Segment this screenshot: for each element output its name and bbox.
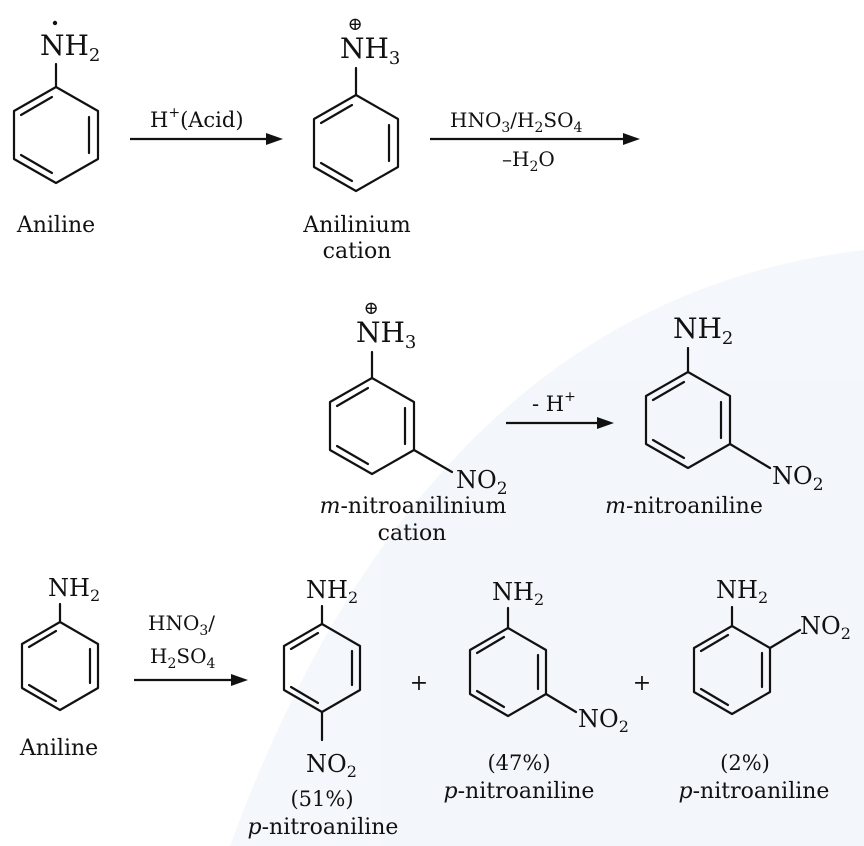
yield-label: (2%) bbox=[720, 751, 770, 775]
product-meta-nitroaniline: NH2 NO2 (47%) p-nitroaniline bbox=[444, 578, 629, 804]
compound-name-line2: cation bbox=[323, 239, 392, 264]
plus-sign: + bbox=[410, 671, 428, 696]
compound-name: m-nitroaniline bbox=[605, 494, 763, 519]
benzene-ring bbox=[12, 62, 100, 185]
plus-sign: + bbox=[633, 671, 651, 696]
lone-pair-dot bbox=[52, 20, 58, 26]
yield-label: (47%) bbox=[487, 751, 550, 775]
arrow-reagent-line1: HNO3/ bbox=[148, 611, 215, 639]
compound-name: p-nitroaniline bbox=[679, 779, 830, 804]
background-watermark bbox=[230, 250, 864, 846]
benzene-ring bbox=[20, 602, 100, 712]
arrow-reagent-label: HNO3/H2SO4 bbox=[450, 108, 582, 136]
ammonium-group-label: NH3 bbox=[356, 316, 416, 353]
benzene-ring bbox=[282, 604, 362, 742]
amino-group-label: NH2 bbox=[492, 578, 544, 609]
compound-name: p-nitroaniline bbox=[248, 815, 399, 840]
yield-label: (51%) bbox=[290, 787, 353, 811]
arrow-byproduct-label: –H2O bbox=[502, 147, 555, 175]
compound-name: p-nitroaniline bbox=[444, 779, 595, 804]
amino-group-label: NH2 bbox=[306, 576, 358, 607]
compound-name-line1: m-nitroanilinium bbox=[320, 494, 507, 519]
amino-group-label: NH2 bbox=[40, 29, 100, 66]
compound-name: Aniline bbox=[19, 736, 98, 761]
nitro-group-label: NO2 bbox=[800, 612, 851, 643]
arrow-nitration-2: HNO3/ H2SO4 bbox=[134, 611, 248, 686]
anilinium-cation: ⊕ NH3 Anilinium cation bbox=[302, 14, 411, 264]
nitro-group-label: NO2 bbox=[578, 705, 629, 736]
aniline-reactant-3: NH2 Aniline bbox=[19, 574, 100, 761]
arrow-label: - H+ bbox=[532, 389, 576, 416]
amino-group-label: NH2 bbox=[48, 574, 100, 605]
product-ortho-nitroaniline: NH2 NO2 (2%) p-nitroaniline bbox=[679, 576, 851, 804]
positive-charge-icon: ⊕ bbox=[347, 14, 362, 35]
ammonium-group-label: NH3 bbox=[340, 32, 400, 69]
product-para-nitroaniline: NH2 NO2 (51%) p-nitroaniline bbox=[248, 576, 399, 840]
benzene-ring bbox=[644, 346, 772, 470]
compound-name-line1: Anilinium bbox=[302, 213, 411, 238]
nitro-group-label: NO2 bbox=[306, 750, 357, 781]
arrow-nitration-1: HNO3/H2SO4 –H2O bbox=[430, 108, 640, 175]
compound-name: Aniline bbox=[16, 213, 95, 238]
arrow-reagent-line2: H2SO4 bbox=[150, 644, 215, 672]
nitro-group-label: NO2 bbox=[456, 466, 508, 499]
positive-charge-icon: ⊕ bbox=[363, 298, 378, 319]
arrow-protonation: H+(Acid) bbox=[130, 105, 283, 145]
benzene-ring bbox=[328, 350, 454, 476]
aniline-reactant-1: NH2 Aniline bbox=[12, 20, 100, 238]
m-nitroaniline: NH2 NO2 m-nitroaniline bbox=[605, 312, 823, 519]
benzene-ring bbox=[468, 606, 578, 718]
benzene-ring bbox=[692, 605, 802, 716]
benzene-ring bbox=[312, 66, 400, 193]
amino-group-label: NH2 bbox=[673, 312, 733, 349]
compound-name-line2: cation bbox=[378, 521, 447, 546]
arrow-deprotonation: - H+ bbox=[506, 389, 614, 429]
m-nitroanilinium-cation: ⊕ NH3 NO2 m-nitroanilinium cation bbox=[320, 298, 508, 546]
nitro-group-label: NO2 bbox=[772, 462, 824, 495]
arrow-label: H+(Acid) bbox=[150, 105, 244, 132]
amino-group-label: NH2 bbox=[716, 576, 768, 607]
